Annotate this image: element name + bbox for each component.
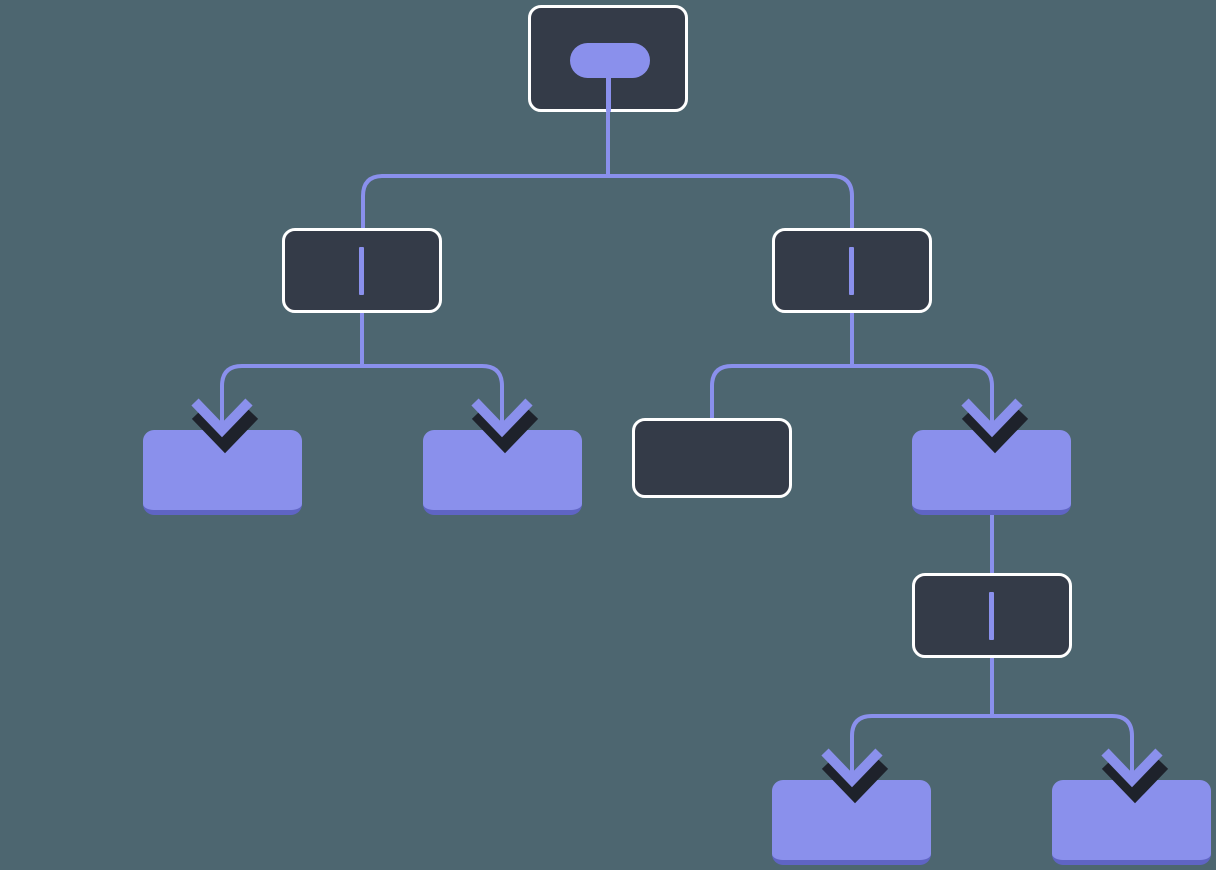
node-root-pill xyxy=(570,43,650,78)
node-l2-right-bar xyxy=(849,247,854,295)
node-l3-a[interactable] xyxy=(143,430,302,515)
node-l4-bar xyxy=(989,592,994,640)
node-l2-left-bar xyxy=(359,247,364,295)
node-l3-c[interactable] xyxy=(632,418,792,498)
node-l5-b[interactable] xyxy=(1052,780,1211,865)
node-l5-a[interactable] xyxy=(772,780,931,865)
node-l3-b[interactable] xyxy=(423,430,582,515)
node-root-stem xyxy=(606,74,611,112)
node-l3-d[interactable] xyxy=(912,430,1071,515)
